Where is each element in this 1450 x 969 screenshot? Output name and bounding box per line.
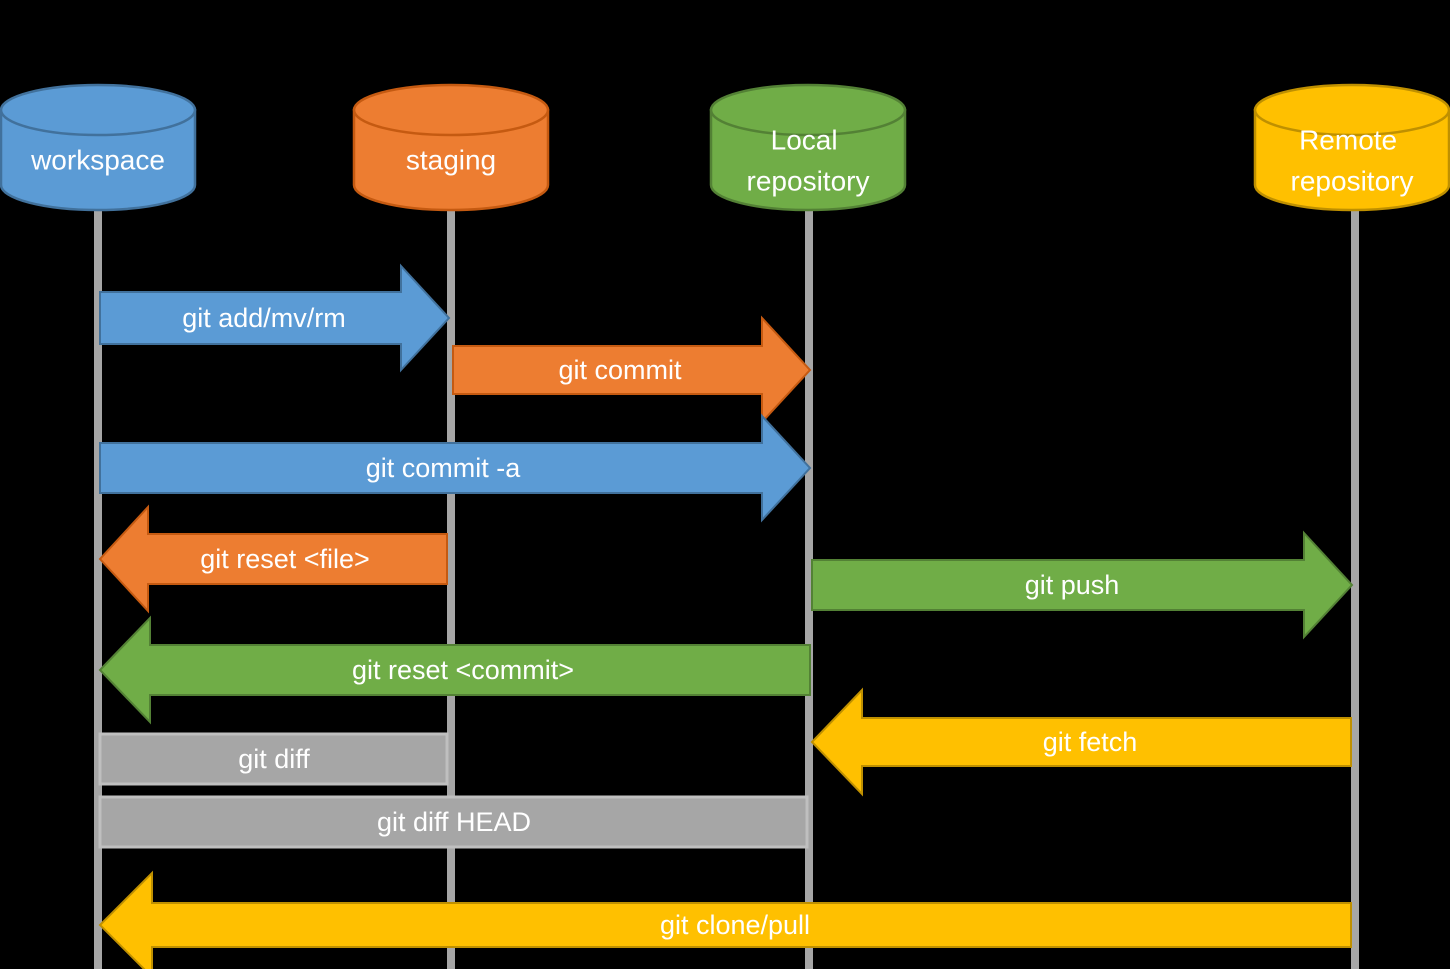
arrow-git-push-shape <box>811 530 1354 640</box>
remote-repository-label-line1: Remote <box>1299 125 1397 156</box>
arrow-git-commit-a-label: git commit -a <box>366 453 522 483</box>
arrow-git-fetch-label: git fetch <box>1043 727 1138 757</box>
workspace-cylinder-top <box>0 83 197 137</box>
lifeline-remote-repository <box>1351 203 1359 969</box>
bar-git-diff-label: git diff <box>238 744 310 774</box>
node-remote-repository: Remote repository <box>1253 83 1450 212</box>
remote-repository-label-line2: repository <box>1291 166 1414 197</box>
arrow-git-commit-a: git commit -a <box>99 413 812 523</box>
local-repository-label-line1: Local <box>771 125 838 156</box>
node-local-repository: Local repository <box>709 83 907 212</box>
arrow-git-add-mv-rm: git add/mv/rm <box>99 263 451 373</box>
local-repository-cylinder-top <box>709 83 907 137</box>
arrow-git-reset-file-label: git reset <file> <box>200 544 370 574</box>
lifeline-local-repository <box>805 203 813 969</box>
remote-repository-label: Remote repository <box>1291 115 1414 197</box>
local-repository-cylinder-body <box>709 108 907 212</box>
workspace-cylinder-body <box>0 108 197 212</box>
remote-repository-cylinder-body <box>1253 108 1450 212</box>
arrow-git-clone-pull-label: git clone/pull <box>660 910 810 940</box>
bar-git-diff: git diff <box>98 732 449 786</box>
arrow-git-add-mv-rm-label: git add/mv/rm <box>182 303 346 333</box>
lifelines <box>94 203 1359 969</box>
arrow-git-commit-shape <box>452 315 812 425</box>
arrow-git-reset-commit-shape <box>98 615 811 725</box>
arrow-git-fetch: git fetch <box>810 687 1352 797</box>
bar-git-diff-head: git diff HEAD <box>98 795 809 849</box>
bar-git-diff-head-shape <box>98 795 809 849</box>
bar-git-diff-shape <box>98 732 449 786</box>
remote-repository-cylinder-top <box>1253 83 1450 137</box>
arrow-git-clone-pull: git clone/pull <box>98 870 1352 969</box>
workspace-label: workspace <box>30 145 165 176</box>
arrow-git-commit-a-shape <box>99 413 812 523</box>
lifeline-workspace <box>94 203 102 969</box>
staging-cylinder-body <box>352 108 550 212</box>
arrow-git-reset-commit-label: git reset <commit> <box>352 655 574 685</box>
arrow-git-reset-commit: git reset <commit> <box>98 615 811 725</box>
arrow-git-fetch-shape <box>810 687 1352 797</box>
bar-git-diff-head-label: git diff HEAD <box>377 807 531 837</box>
local-repository-label-line2: repository <box>747 166 870 197</box>
arrow-git-push: git push <box>811 530 1354 640</box>
node-workspace: workspace <box>0 83 197 212</box>
node-staging: staging <box>352 83 550 212</box>
arrow-git-reset-file-shape <box>98 504 448 614</box>
staging-label: staging <box>406 145 496 176</box>
arrow-git-clone-pull-shape <box>98 870 1352 969</box>
arrow-git-commit-label: git commit <box>558 355 682 385</box>
staging-cylinder-top <box>352 83 550 137</box>
local-repository-label: Local repository <box>747 115 870 197</box>
arrow-git-push-label: git push <box>1025 570 1120 600</box>
arrow-git-add-mv-rm-shape <box>99 263 451 373</box>
lifeline-staging <box>447 203 455 969</box>
arrow-git-commit: git commit <box>452 315 812 425</box>
arrow-git-reset-file: git reset <file> <box>98 504 448 614</box>
